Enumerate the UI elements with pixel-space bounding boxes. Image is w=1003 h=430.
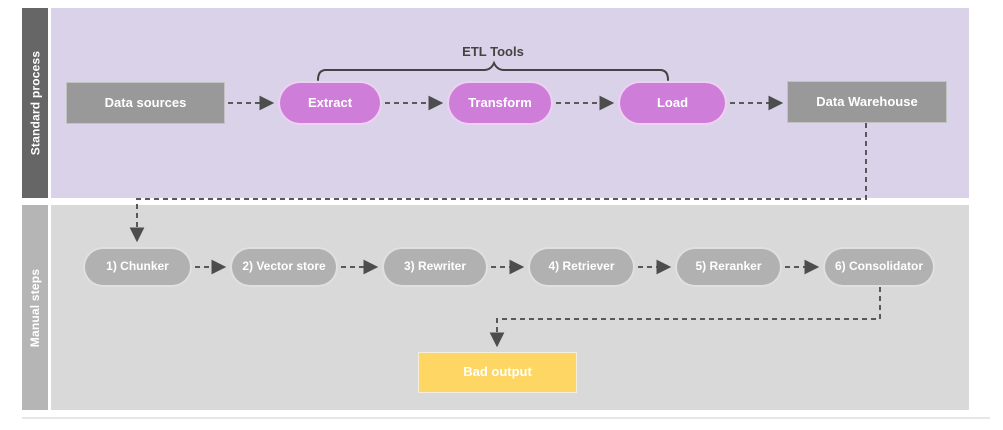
- bottom-divider-line: [22, 417, 990, 419]
- node-chunker-label: 1) Chunker: [106, 259, 169, 274]
- node-bad-output: Bad output: [418, 352, 577, 393]
- node-data-sources: Data sources: [66, 82, 225, 124]
- node-bad-output-label: Bad output: [463, 364, 532, 380]
- edge-consolidator-bad-output: [489, 287, 881, 348]
- node-data-sources-label: Data sources: [104, 94, 187, 110]
- node-transform-label: Transform: [468, 94, 532, 110]
- lane-header-manual-steps: Manual steps: [22, 205, 48, 410]
- node-consolidator: 6) Consolidator: [823, 247, 935, 287]
- node-rewriter-label: 3) Rewriter: [403, 259, 467, 274]
- node-data-warehouse-label: Data Warehouse: [816, 93, 918, 109]
- lane-header-standard-process: Standard process: [22, 8, 48, 198]
- etl-tools-brace: [317, 60, 669, 81]
- node-load: Load: [618, 81, 727, 125]
- node-vector-store-label: 2) Vector store: [242, 259, 326, 274]
- node-data-warehouse: Data Warehouse: [787, 81, 947, 123]
- edge-data-warehouse-chunker: [129, 123, 867, 243]
- node-rewriter: 3) Rewriter: [382, 247, 488, 287]
- node-transform: Transform: [447, 81, 553, 125]
- node-retriever-label: 4) Retriever: [548, 259, 615, 274]
- node-consolidator-label: 6) Consolidator: [835, 259, 924, 274]
- node-extract: Extract: [278, 81, 382, 125]
- etl-tools-label: ETL Tools: [462, 44, 524, 59]
- node-chunker: 1) Chunker: [83, 247, 192, 287]
- node-reranker: 5) Reranker: [675, 247, 782, 287]
- node-extract-label: Extract: [307, 94, 353, 110]
- node-retriever: 4) Retriever: [528, 247, 635, 287]
- node-load-label: Load: [656, 94, 689, 110]
- node-vector-store: 2) Vector store: [230, 247, 338, 287]
- node-reranker-label: 5) Reranker: [695, 259, 762, 274]
